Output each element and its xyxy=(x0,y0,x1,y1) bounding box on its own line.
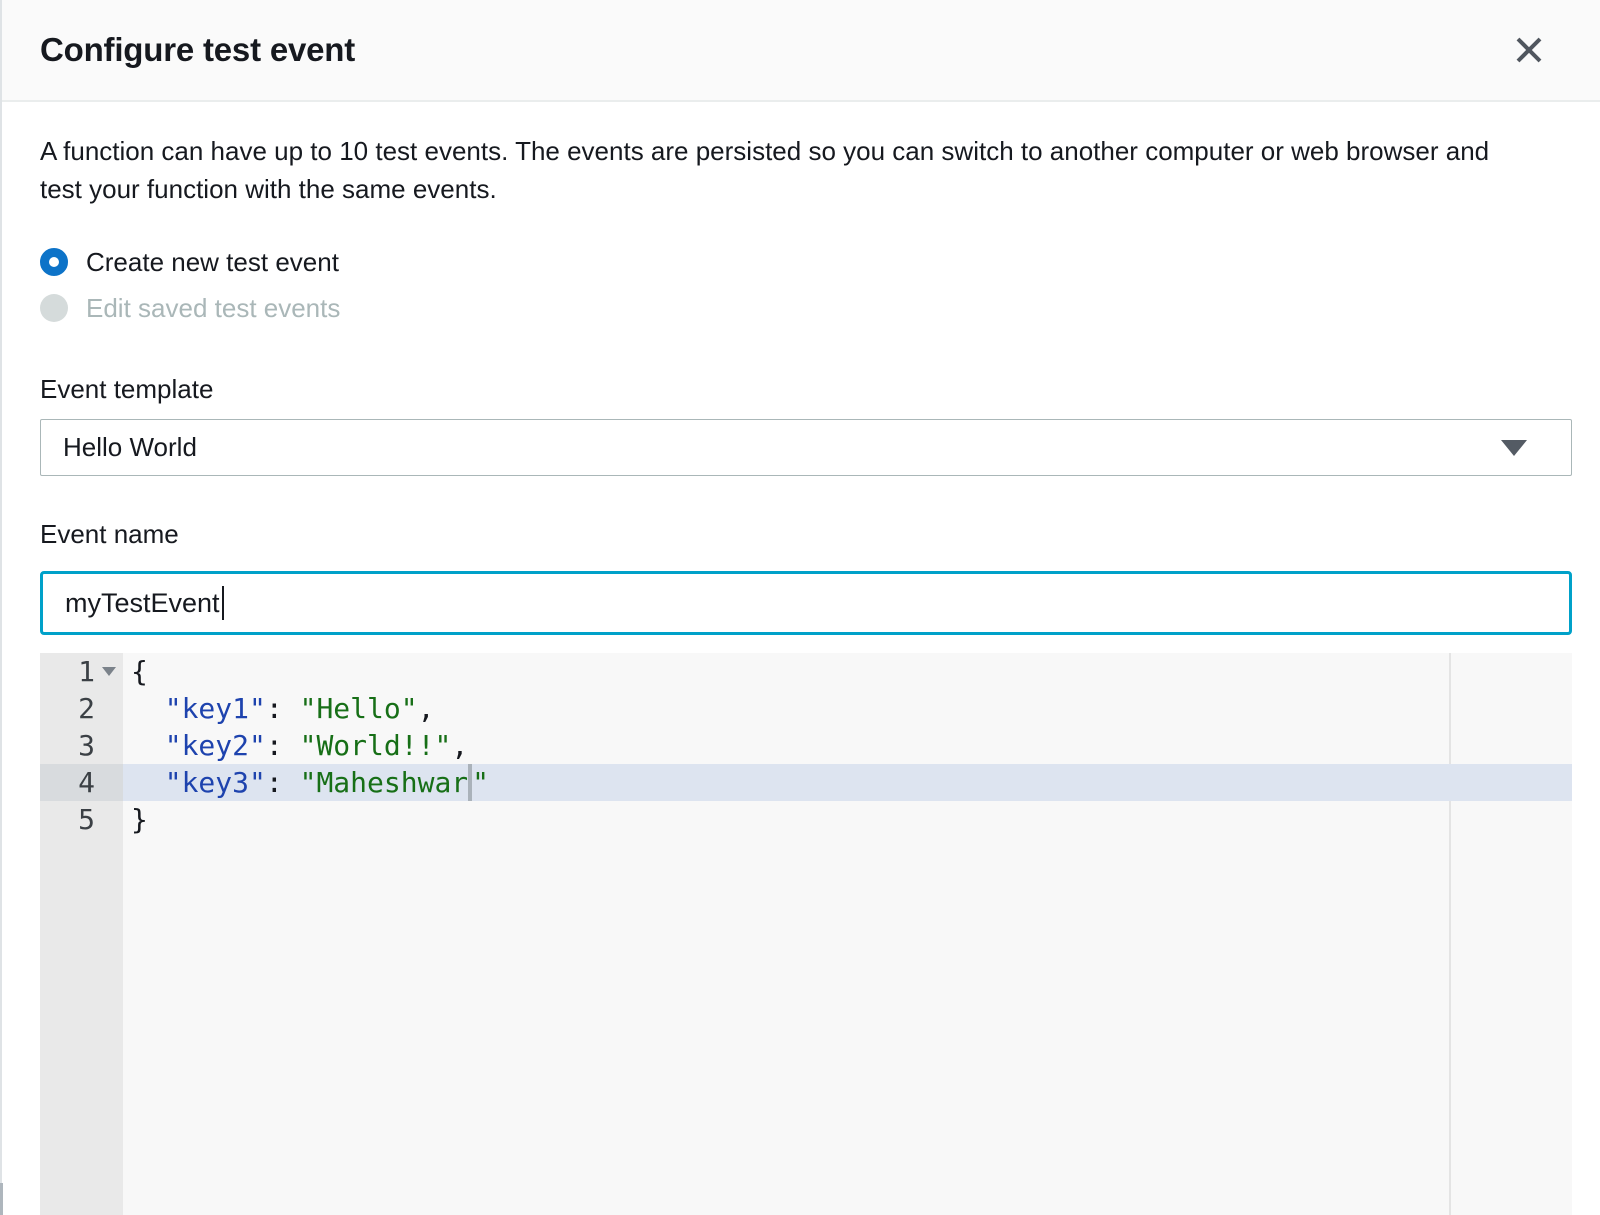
event-template-label: Event template xyxy=(40,374,214,404)
radio-selected-icon xyxy=(40,248,68,276)
code-token: "key3" xyxy=(164,766,266,799)
gutter-line-4: 4 xyxy=(40,764,123,801)
code-token xyxy=(131,766,165,799)
dialog-body: A function can have up to 10 test events… xyxy=(0,132,1600,1215)
code-token: : xyxy=(265,766,300,799)
code-line-4: "key3": "Maheshwar" xyxy=(123,764,1572,801)
code-token xyxy=(131,729,165,762)
code-line-5: } xyxy=(123,801,1572,838)
code-token: { xyxy=(131,655,148,688)
event-template-selected-value: Hello World xyxy=(63,432,197,462)
code-line-3: "key2": "World!!", xyxy=(123,727,1572,764)
code-editor-lines[interactable]: { "key1": "Hello", "key2": "World!!", "k… xyxy=(123,653,1572,838)
gutter-line-1: 1 xyxy=(40,653,123,690)
radio-option-create-new-test-event[interactable]: Create new test event xyxy=(40,246,1572,277)
text-cursor xyxy=(221,586,224,620)
code-token: , xyxy=(417,692,435,725)
code-token: "Maheshwar xyxy=(299,766,469,799)
code-token: " xyxy=(472,766,490,799)
code-token: : xyxy=(265,729,300,762)
dialog-title: Configure test event xyxy=(40,31,356,68)
code-line-2: "key1": "Hello", xyxy=(123,690,1572,727)
code-token: , xyxy=(451,729,469,762)
radio-label: Create new test event xyxy=(86,246,339,277)
event-template-select[interactable]: Hello World xyxy=(40,419,1572,476)
gutter-line-5: 5 xyxy=(78,803,95,836)
test-event-mode-radio-group: Create new test event Edit saved test ev… xyxy=(40,246,1572,323)
event-name-value: myTestEvent xyxy=(65,587,220,618)
gutter-line-3: 3 xyxy=(78,729,95,762)
code-token: "World!!" xyxy=(299,729,452,762)
code-token xyxy=(131,692,165,725)
fold-arrow-icon[interactable] xyxy=(102,667,116,676)
radio-disabled-icon xyxy=(40,294,68,322)
close-button[interactable] xyxy=(1504,25,1554,75)
code-token: "key1" xyxy=(164,692,266,725)
dialog-header: Configure test event xyxy=(0,0,1600,102)
editor-cursor xyxy=(468,764,473,801)
event-name-input[interactable]: myTestEvent xyxy=(40,571,1572,635)
print-margin-ruler xyxy=(1449,653,1451,1215)
code-token: : xyxy=(265,692,300,725)
code-token: "key2" xyxy=(164,729,266,762)
close-icon xyxy=(1516,37,1542,63)
code-token: } xyxy=(131,803,148,836)
event-name-label: Event name xyxy=(40,519,179,549)
radio-option-edit-saved-test-events[interactable]: Edit saved test events xyxy=(40,292,1572,323)
dropdown-arrow-icon xyxy=(1501,439,1527,456)
code-token: "Hello" xyxy=(299,692,418,725)
dialog-description: A function can have up to 10 test events… xyxy=(40,136,1490,204)
gutter-line-2: 2 xyxy=(78,692,95,725)
code-line-1: { xyxy=(123,653,1572,690)
radio-label: Edit saved test events xyxy=(86,292,341,323)
scrollbar-thumb[interactable] xyxy=(0,1183,3,1215)
modal-left-edge xyxy=(0,0,2,1215)
